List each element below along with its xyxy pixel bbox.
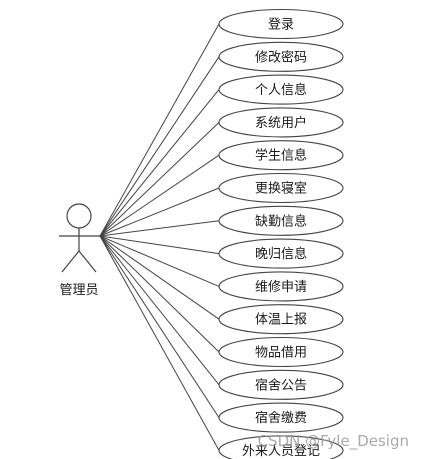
- use-case: 维修申请: [218, 271, 344, 302]
- association-line: [99, 235, 220, 353]
- use-case-ellipse: [218, 271, 344, 302]
- use-case: 体温上报: [218, 304, 344, 335]
- association-line: [99, 23, 220, 237]
- use-case-label: 物品借用: [255, 346, 307, 361]
- association-line: [99, 235, 220, 386]
- use-case-label: 学生信息: [255, 148, 307, 164]
- actor-right-leg: [78, 250, 97, 273]
- association-line: [99, 89, 220, 237]
- use-case-ellipse: [218, 336, 344, 368]
- use-case-group: 登录修改密码个人信息系统用户学生信息更换寝室缺勤信息晚归信息维修申请体温上报物品…: [218, 8, 344, 459]
- association-line: [99, 154, 220, 237]
- use-case-ellipse: [218, 238, 344, 269]
- use-case: 学生信息: [218, 140, 344, 171]
- use-case-label: 更换寝室: [255, 181, 307, 197]
- association-lines: [99, 23, 220, 451]
- use-case-ellipse: [218, 402, 344, 433]
- use-case: 更换寝室: [218, 172, 344, 204]
- use-case-label: 缺勤信息: [255, 213, 307, 229]
- use-case-ellipse: [218, 172, 344, 204]
- use-case: 修改密码: [218, 41, 344, 72]
- use-case-ellipse: [218, 140, 344, 171]
- use-case: 外来人员登记: [218, 435, 344, 459]
- use-case-label: 系统用户: [255, 115, 307, 131]
- use-case: 缺勤信息: [218, 205, 344, 236]
- use-case-label: 修改密码: [255, 49, 307, 65]
- association-line: [99, 56, 220, 237]
- use-case-ellipse: [218, 369, 344, 400]
- use-case: 系统用户: [218, 107, 344, 138]
- association-line: [99, 122, 220, 237]
- watermark: CSDN @Fyle_Design: [258, 432, 409, 451]
- use-case: 登录: [218, 8, 344, 40]
- use-case-label: 宿舍公告: [255, 377, 307, 393]
- use-case-ellipse: [218, 8, 344, 40]
- association-line: [99, 235, 220, 320]
- association-line: [99, 187, 220, 237]
- use-case: 宿舍公告: [218, 369, 344, 400]
- use-case-label: 维修申请: [255, 280, 307, 295]
- use-case-label: 个人信息: [255, 82, 307, 98]
- association-line: [99, 235, 220, 255]
- use-case-ellipse: [218, 107, 344, 138]
- association-line: [99, 235, 220, 287]
- actor-label: 管理员: [59, 283, 98, 298]
- association-line: [99, 220, 220, 237]
- use-case-ellipse: [218, 41, 344, 72]
- use-case-label: 外来人员登记: [242, 444, 320, 459]
- use-case: 物品借用: [218, 336, 344, 368]
- use-case-label: 体温上报: [255, 313, 307, 328]
- use-case-ellipse: [218, 435, 344, 459]
- association-line: [99, 235, 220, 418]
- association-line: [99, 235, 220, 451]
- use-case: 宿舍缴费: [218, 402, 344, 433]
- use-case-label: 晚归信息: [255, 246, 307, 262]
- use-case-ellipse: [218, 304, 344, 335]
- use-case: 个人信息: [218, 74, 344, 105]
- use-case: 晚归信息: [218, 238, 344, 269]
- actor-left-leg: [61, 250, 80, 273]
- use-case-ellipse: [218, 205, 344, 236]
- use-case-label: 登录: [268, 18, 294, 33]
- actor-head: [66, 203, 92, 229]
- use-case-ellipse: [218, 74, 344, 105]
- use-case-label: 宿舍缴费: [255, 410, 307, 426]
- actor-figure: 管理员: [59, 203, 100, 298]
